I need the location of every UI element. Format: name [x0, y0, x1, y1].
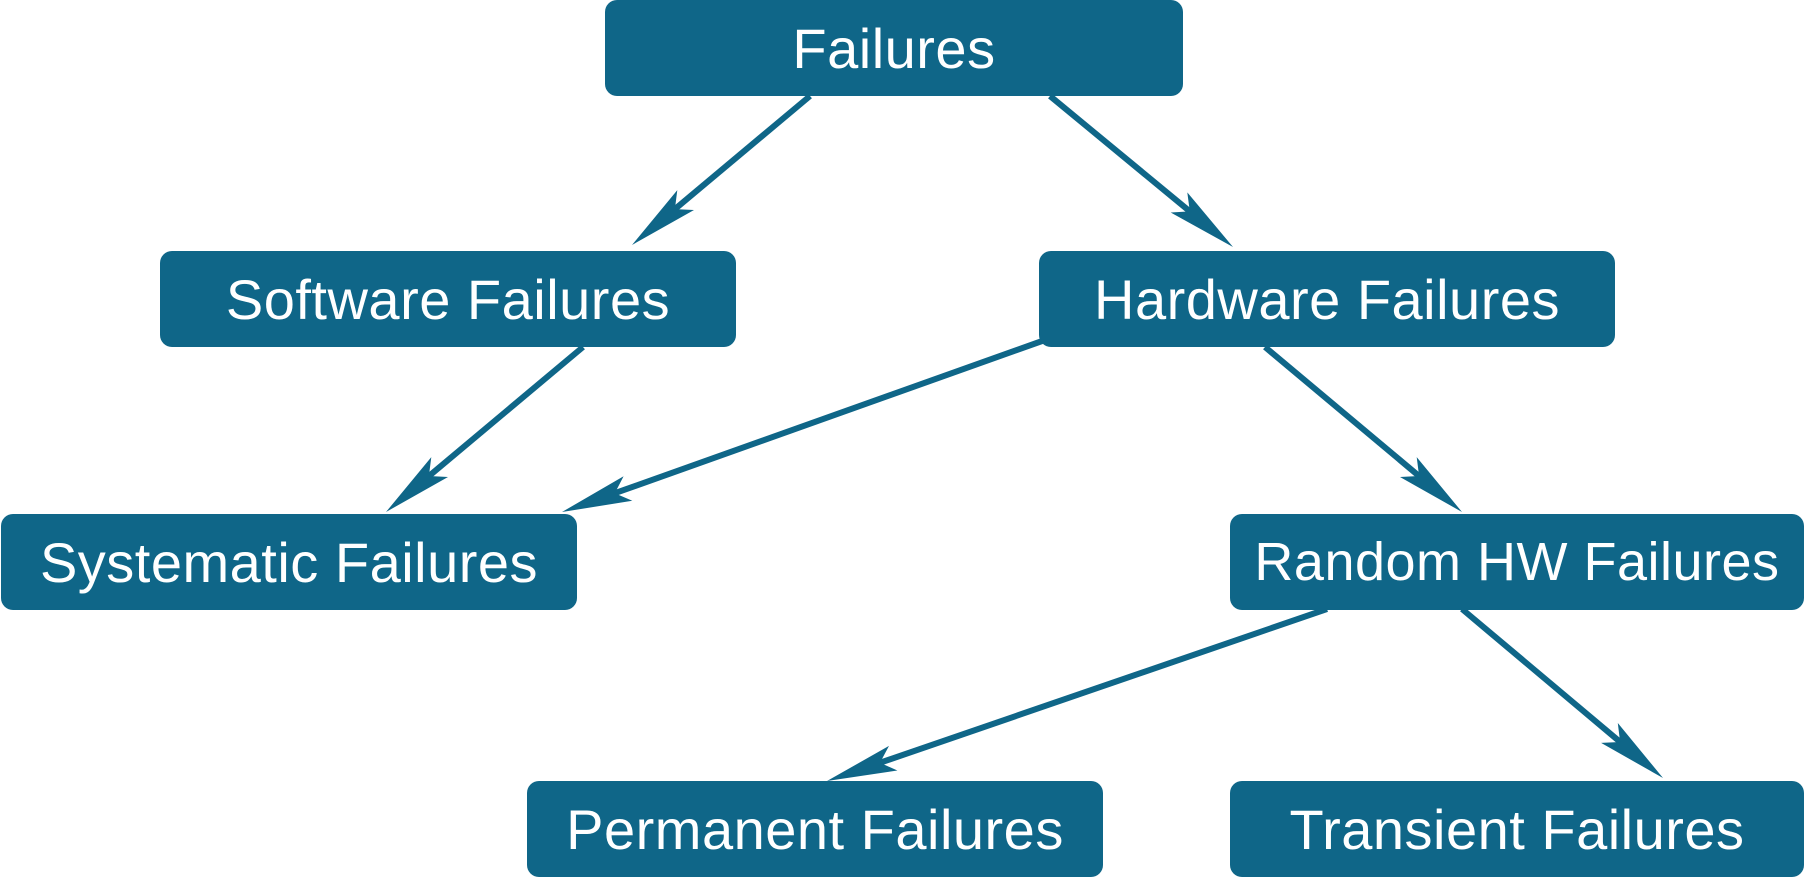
node-software-failures: Software Failures — [160, 251, 736, 347]
edge-software-systematic — [386, 344, 585, 512]
edge-failures-hardware — [1048, 93, 1233, 247]
edge-hardware-systematic — [562, 337, 1047, 512]
node-systematic-failures-label: Systematic Failures — [39, 530, 539, 594]
node-transient-failures-label: Transient Failures — [1289, 797, 1745, 861]
edge-failures-software — [632, 93, 812, 245]
arrowhead-hardware-systematic — [562, 476, 633, 512]
edge-random-transient — [1460, 606, 1663, 778]
arrowhead-hardware-random — [1400, 457, 1462, 512]
edge-hardware-random — [1263, 344, 1462, 512]
edge-line-failures-software — [668, 93, 812, 216]
node-software-failures-label: Software Failures — [225, 267, 671, 331]
arrowhead-random-transient — [1601, 723, 1663, 778]
arrowhead-random-permanent — [827, 745, 898, 781]
node-random-hw-failures: Random HW Failures — [1230, 514, 1804, 610]
arrowhead-failures-software — [632, 190, 694, 245]
edge-line-failures-hardware — [1048, 93, 1197, 218]
node-failures: Failures — [605, 0, 1183, 96]
node-random-hw-failures-label: Random HW Failures — [1254, 532, 1780, 592]
edge-line-hardware-systematic — [608, 337, 1047, 499]
node-failures-label: Failures — [792, 16, 996, 80]
node-hardware-failures: Hardware Failures — [1039, 251, 1615, 347]
node-hardware-failures-label: Hardware Failures — [1094, 267, 1560, 331]
arrowhead-failures-hardware — [1170, 192, 1233, 247]
edge-random-permanent — [827, 606, 1328, 781]
node-permanent-failures: Permanent Failures — [527, 781, 1103, 877]
edge-line-random-transient — [1460, 606, 1627, 749]
node-transient-failures: Transient Failures — [1230, 781, 1804, 877]
arrowhead-software-systematic — [386, 457, 448, 512]
node-systematic-failures: Systematic Failures — [1, 514, 577, 610]
edge-line-software-systematic — [422, 344, 585, 483]
node-permanent-failures-label: Permanent Failures — [566, 797, 1064, 861]
edge-line-random-permanent — [873, 606, 1328, 768]
edge-line-hardware-random — [1263, 344, 1426, 483]
